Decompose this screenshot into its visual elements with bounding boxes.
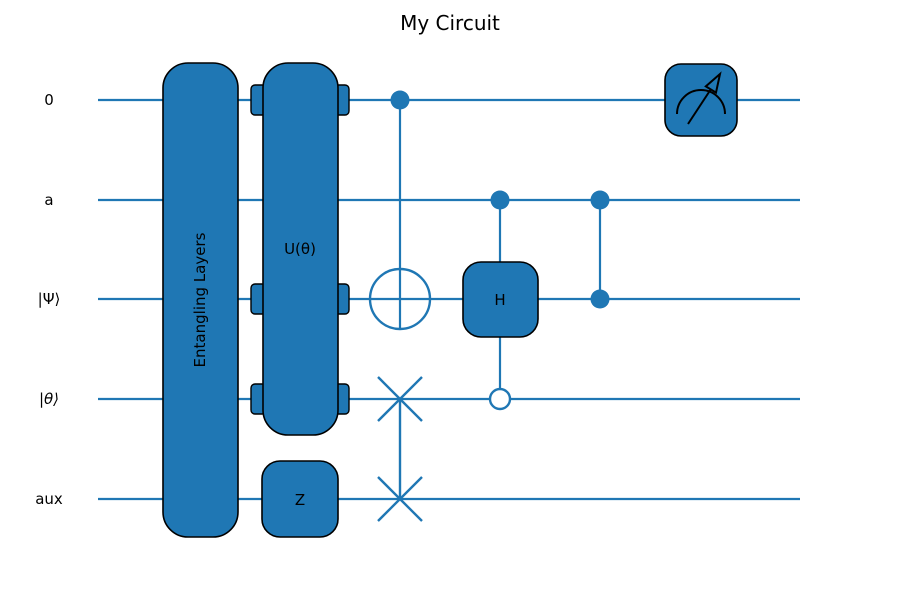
z-gate-label: Z <box>295 491 305 509</box>
h-gate-label: H <box>494 291 505 309</box>
wire-label-theta: |θ⟩ <box>39 390 59 408</box>
meter-icon <box>676 71 726 125</box>
u-theta-box <box>262 62 339 436</box>
cnot-control-dot <box>390 90 410 110</box>
h-gate-box <box>462 261 539 338</box>
entangling-layers-gate: Entangling Layers <box>162 62 239 538</box>
z-gate: Z <box>261 460 339 538</box>
entangling-layers-label: Entangling Layers <box>191 232 209 367</box>
wire-label-aux: aux <box>35 490 63 508</box>
wire-label-a: a <box>44 191 53 209</box>
ch-control-dot <box>490 190 510 210</box>
cz-gate <box>590 190 610 309</box>
ch-open-control-dot <box>488 387 512 411</box>
z-gate-box <box>261 460 339 538</box>
swap-cross-icon-aux <box>377 476 423 522</box>
wire-labels: 0 a |Ψ⟩ |θ⟩ aux <box>35 91 63 508</box>
swap-cross-icon-theta <box>377 376 423 422</box>
u-theta-gate: U(θ) <box>250 62 350 436</box>
entangling-layers-box <box>162 62 239 538</box>
u-theta-label: U(θ) <box>284 240 316 258</box>
cnot-gate <box>368 90 432 331</box>
cz-dot-psi <box>590 289 610 309</box>
measurement-gate <box>664 63 738 137</box>
measurement-box <box>664 63 738 137</box>
cz-dot-a <box>590 190 610 210</box>
controlled-h-gate: H <box>462 190 539 411</box>
swap-gate <box>377 376 423 522</box>
wire-label-psi: |Ψ⟩ <box>38 290 61 308</box>
wire-label-0: 0 <box>44 91 54 109</box>
figure-title: My Circuit <box>400 11 500 35</box>
cnot-target-icon <box>368 267 432 331</box>
